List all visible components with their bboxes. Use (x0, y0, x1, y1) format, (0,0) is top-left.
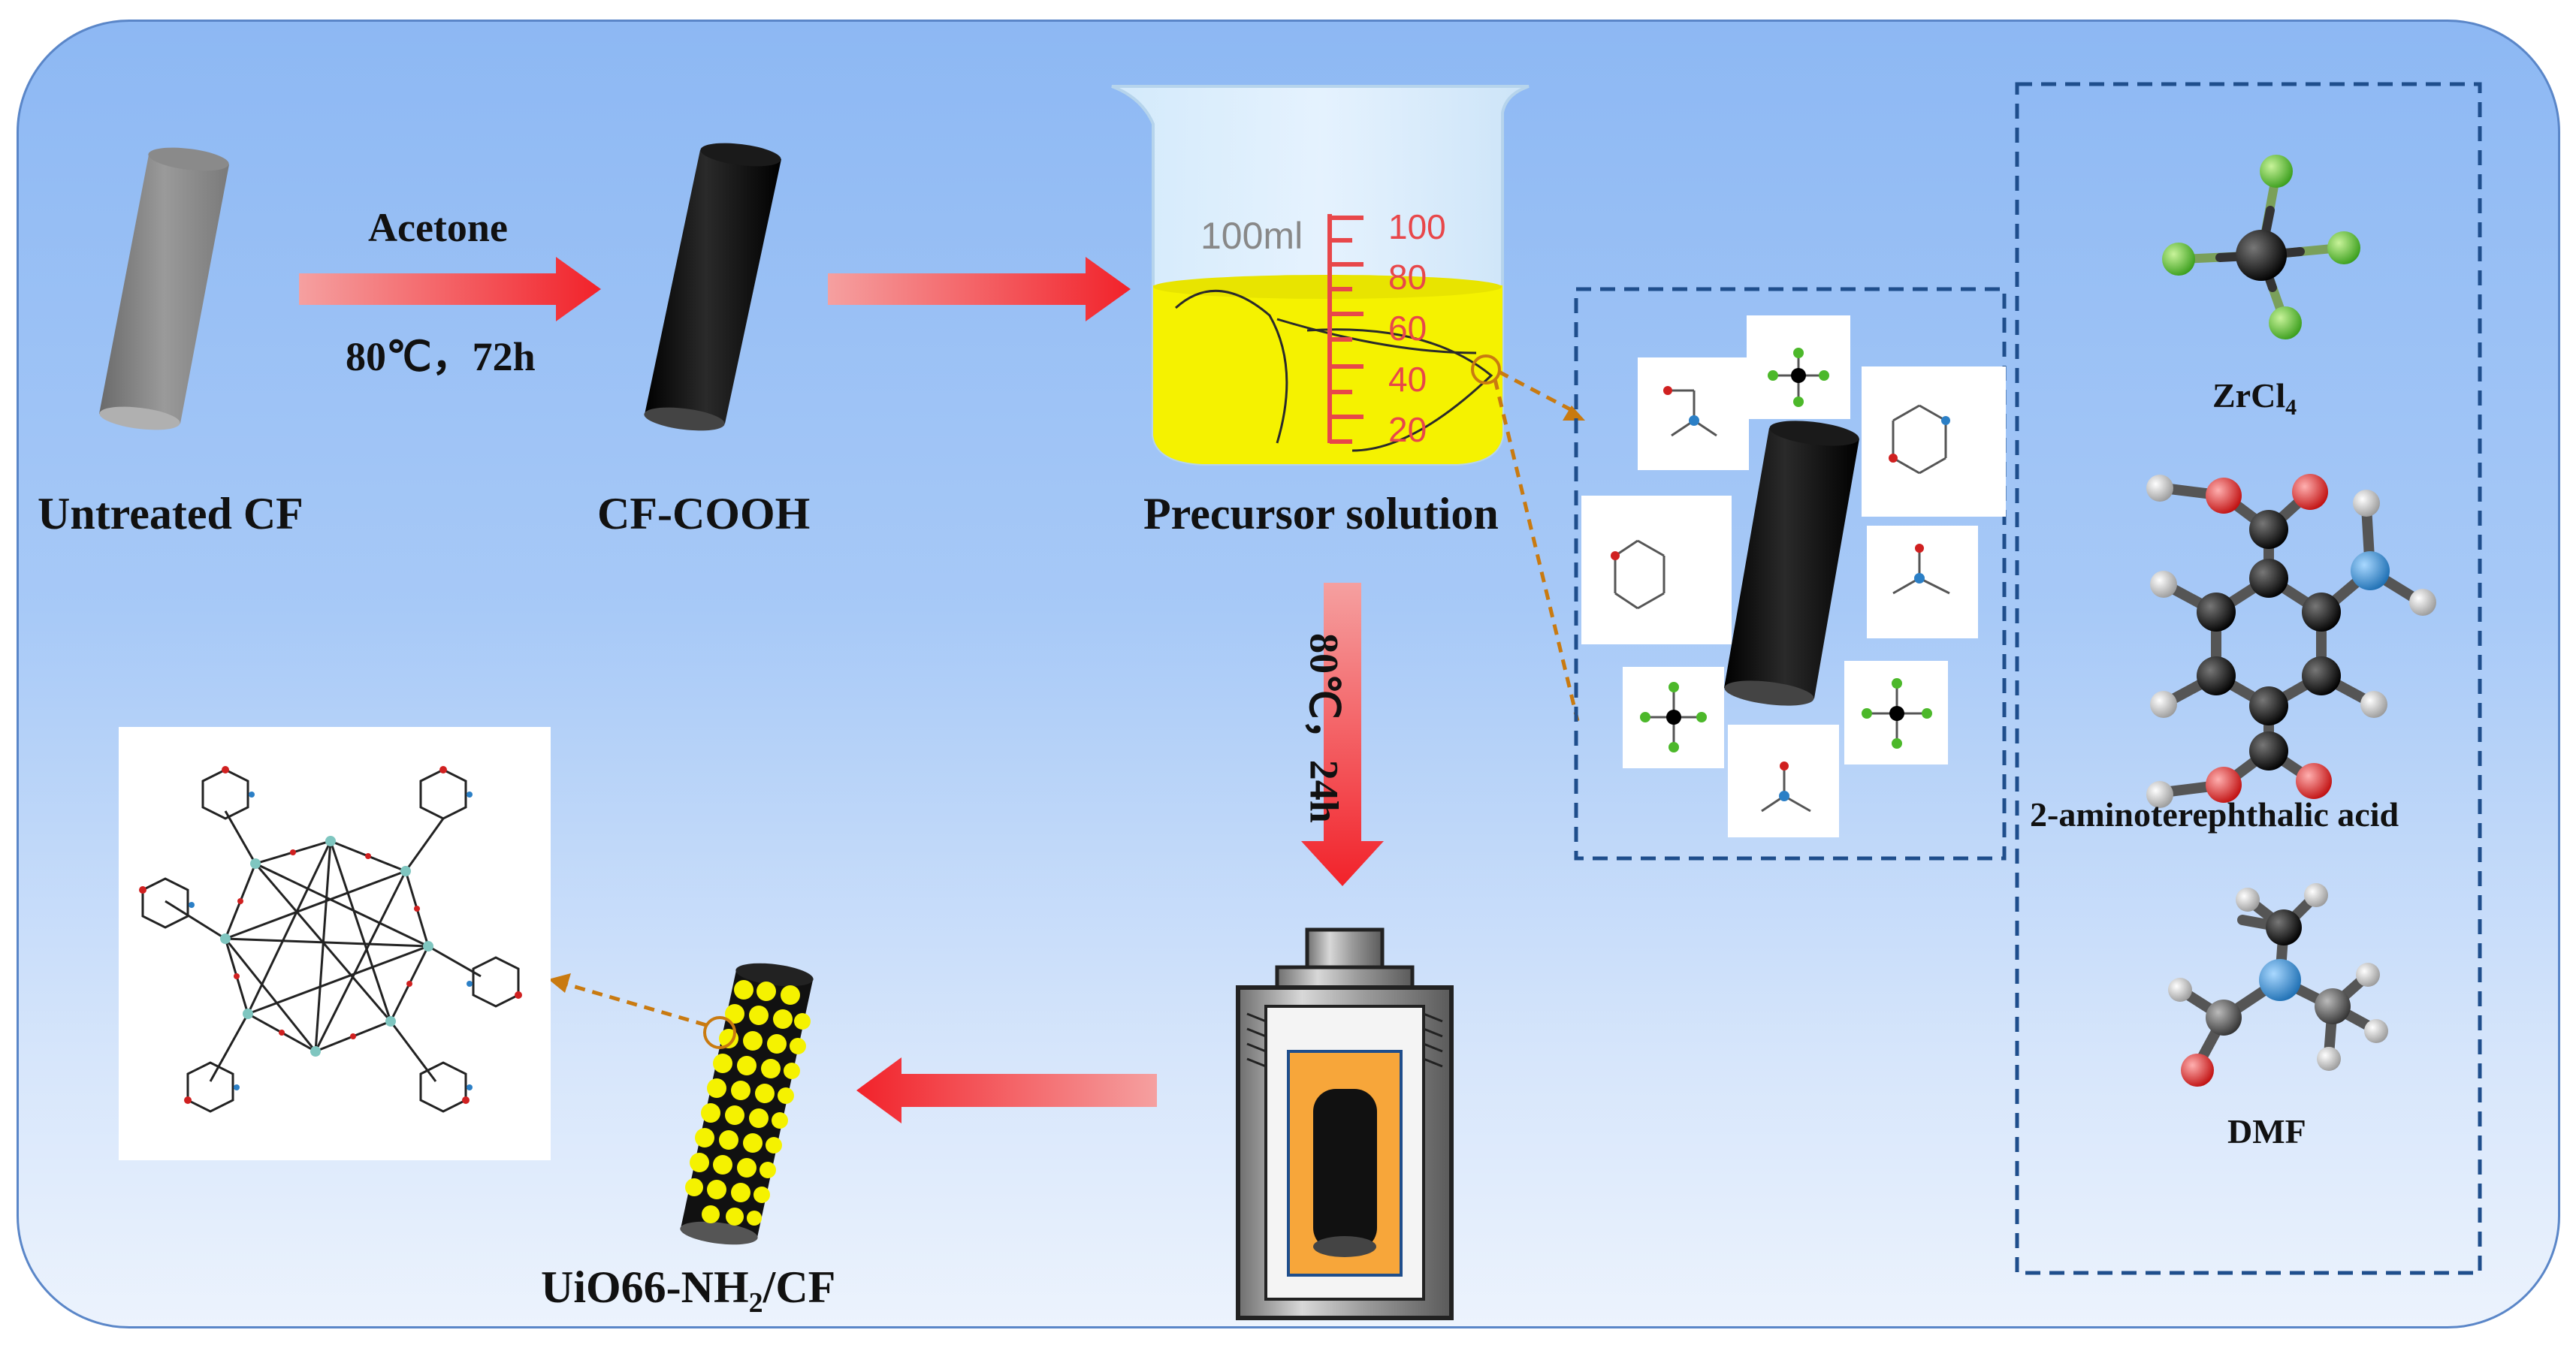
precursor-inset (1574, 287, 2007, 861)
label-dmf: DMF (2227, 1112, 2306, 1150)
beaker-mark-100: 100 (1388, 207, 1446, 246)
arrow-down-solvothermal (1301, 583, 1384, 886)
leader-line-product (559, 980, 707, 1027)
dmf-molecule (2168, 883, 2388, 1087)
uio66-nh2-cf-cylinder (680, 963, 814, 1245)
condition-acetone-temp: 80℃，72h (346, 334, 536, 379)
leader-arrowhead-beaker (1563, 406, 1585, 421)
cf-cooh-cylinder (644, 143, 781, 431)
label-product: UiO66-NH2/CF (541, 1262, 835, 1319)
label-precursor-solution: Precursor solution (1143, 489, 1499, 538)
arrow-acetone (299, 257, 601, 321)
beaker-mark-80: 80 (1388, 258, 1427, 297)
leader-arrowhead-product (548, 973, 571, 993)
label-untreated-cf: Untreated CF (38, 489, 304, 538)
arrow-to-beaker (828, 257, 1131, 321)
condition-acetone: Acetone (368, 205, 508, 250)
zrcl4-molecule (2162, 155, 2360, 339)
arrow-to-product (856, 1057, 1157, 1123)
autoclave (1236, 927, 1454, 1320)
beaker-mark-40: 40 (1388, 360, 1427, 399)
label-zrcl4: ZrCl4 (2212, 375, 2297, 421)
beaker (1111, 85, 1530, 466)
beaker-volume-label: 100ml (1200, 215, 1303, 257)
label-zrcl4-sub: 4 (2285, 395, 2297, 421)
label-product-sub: 2 (748, 1287, 763, 1319)
label-cf-cooh: CF-COOH (597, 489, 811, 538)
label-product-tail: /CF (763, 1262, 836, 1312)
aminoterephthalic-molecule (2146, 474, 2436, 808)
label-aminoterephthalic-acid: 2-aminoterephthalic acid (2030, 795, 2399, 834)
beaker-mark-60: 60 (1388, 309, 1427, 348)
reagent-box (2015, 82, 2482, 1275)
untreated-cf-cylinder (99, 147, 229, 430)
mof-structure-inset (119, 727, 551, 1160)
leader-lines-beaker (1493, 369, 1580, 722)
beaker-mark-20: 20 (1388, 410, 1427, 449)
condition-solvothermal: 80℃，24h (1301, 633, 1347, 823)
label-zrcl4-main: ZrCl (2212, 376, 2286, 415)
label-product-main: UiO66-NH (541, 1262, 749, 1312)
